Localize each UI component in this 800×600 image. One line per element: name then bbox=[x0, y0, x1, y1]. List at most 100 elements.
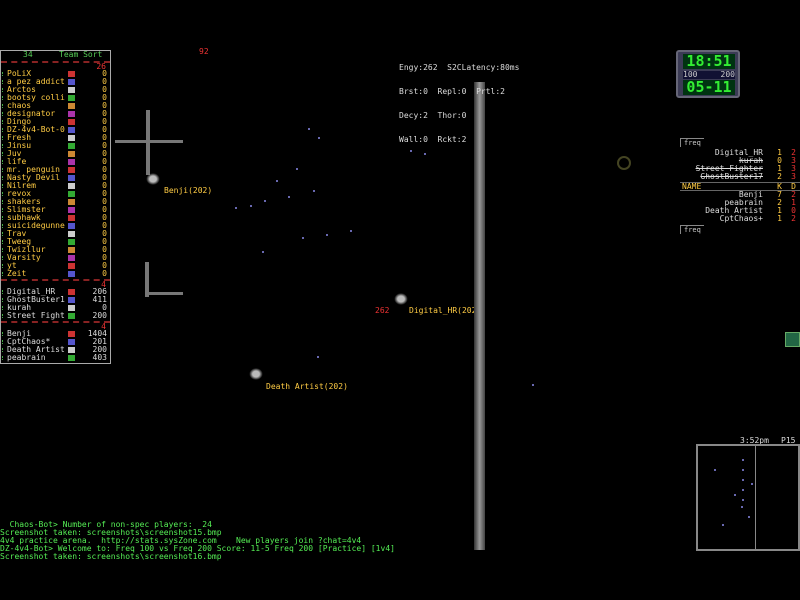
clock-time: 18:51 bbox=[683, 54, 735, 69]
player-name: peabrain bbox=[7, 353, 46, 362]
name-header: NAME bbox=[682, 182, 702, 191]
ship-icon bbox=[68, 199, 75, 205]
freq-right: 200 bbox=[720, 70, 735, 79]
list-marker bbox=[2, 128, 5, 132]
player-name: bootsy colli bbox=[7, 93, 65, 102]
freq-left: 100 bbox=[683, 70, 698, 79]
ship-icon bbox=[68, 313, 75, 319]
ship-icon bbox=[68, 111, 75, 117]
freq-tab[interactable]: freq bbox=[680, 138, 704, 147]
list-marker bbox=[2, 248, 5, 252]
mine-or-bullet bbox=[250, 205, 252, 207]
list-marker bbox=[2, 256, 5, 260]
player-name: life bbox=[7, 157, 27, 166]
station-structure bbox=[146, 110, 150, 175]
player-score: 0 bbox=[102, 245, 107, 254]
stat-items-1: Brst:0 Repl:0 Prtl:2 bbox=[399, 87, 505, 96]
list-marker bbox=[2, 88, 5, 92]
deaths: 3 bbox=[791, 156, 796, 165]
kills: 1 bbox=[777, 164, 782, 173]
bounty-counter: 92 bbox=[199, 47, 209, 56]
player-name: shakers bbox=[7, 197, 41, 206]
mine-or-bullet bbox=[410, 150, 412, 152]
ship-label-benji: Benji(202) bbox=[164, 186, 213, 195]
player-score: 0 bbox=[102, 125, 107, 134]
list-marker bbox=[2, 176, 5, 180]
roster-title[interactable]: Team Sort bbox=[59, 50, 103, 59]
d-header: D bbox=[791, 182, 796, 191]
list-marker bbox=[2, 168, 5, 172]
radar-blip bbox=[751, 483, 753, 485]
player-name: Jinsu bbox=[7, 141, 32, 150]
ship-icon bbox=[68, 183, 75, 189]
radar-blip bbox=[722, 524, 724, 526]
ship-death-artist[interactable] bbox=[248, 367, 264, 381]
player-name: peabrain bbox=[724, 198, 763, 207]
player-name: kurah bbox=[7, 303, 32, 312]
player-score: 0 bbox=[102, 253, 107, 262]
mine-or-bullet bbox=[264, 200, 266, 202]
radar-coords: P15 bbox=[781, 436, 796, 445]
ship-icon bbox=[68, 151, 75, 157]
mine-or-bullet bbox=[317, 356, 319, 358]
radar-blip bbox=[742, 489, 744, 491]
player-score: 0 bbox=[102, 213, 107, 222]
mine-or-bullet bbox=[262, 251, 264, 253]
mine-or-bullet bbox=[235, 207, 237, 209]
player-name: CptChaos+ bbox=[719, 214, 763, 223]
ship-icon bbox=[68, 135, 75, 141]
radar-minimap[interactable] bbox=[696, 444, 800, 551]
ship-icon bbox=[68, 215, 75, 221]
player-name: designator bbox=[7, 109, 56, 118]
freq-tab[interactable]: freq bbox=[680, 225, 704, 234]
player-name: chaos bbox=[7, 101, 32, 110]
player-name: Death Artist bbox=[7, 345, 65, 354]
ship-digital-hr[interactable] bbox=[393, 292, 409, 306]
list-marker bbox=[2, 232, 5, 236]
ship-benji[interactable] bbox=[145, 172, 161, 186]
roster-row[interactable]: CptChaos*201 bbox=[1, 338, 110, 346]
player-score: 0 bbox=[102, 237, 107, 246]
ship-icon bbox=[68, 263, 75, 269]
player-name: Death Artist bbox=[705, 206, 763, 215]
ship-icon bbox=[68, 331, 75, 337]
mine-or-bullet bbox=[288, 196, 290, 198]
powerup bbox=[785, 332, 800, 347]
player-score: 0 bbox=[102, 85, 107, 94]
